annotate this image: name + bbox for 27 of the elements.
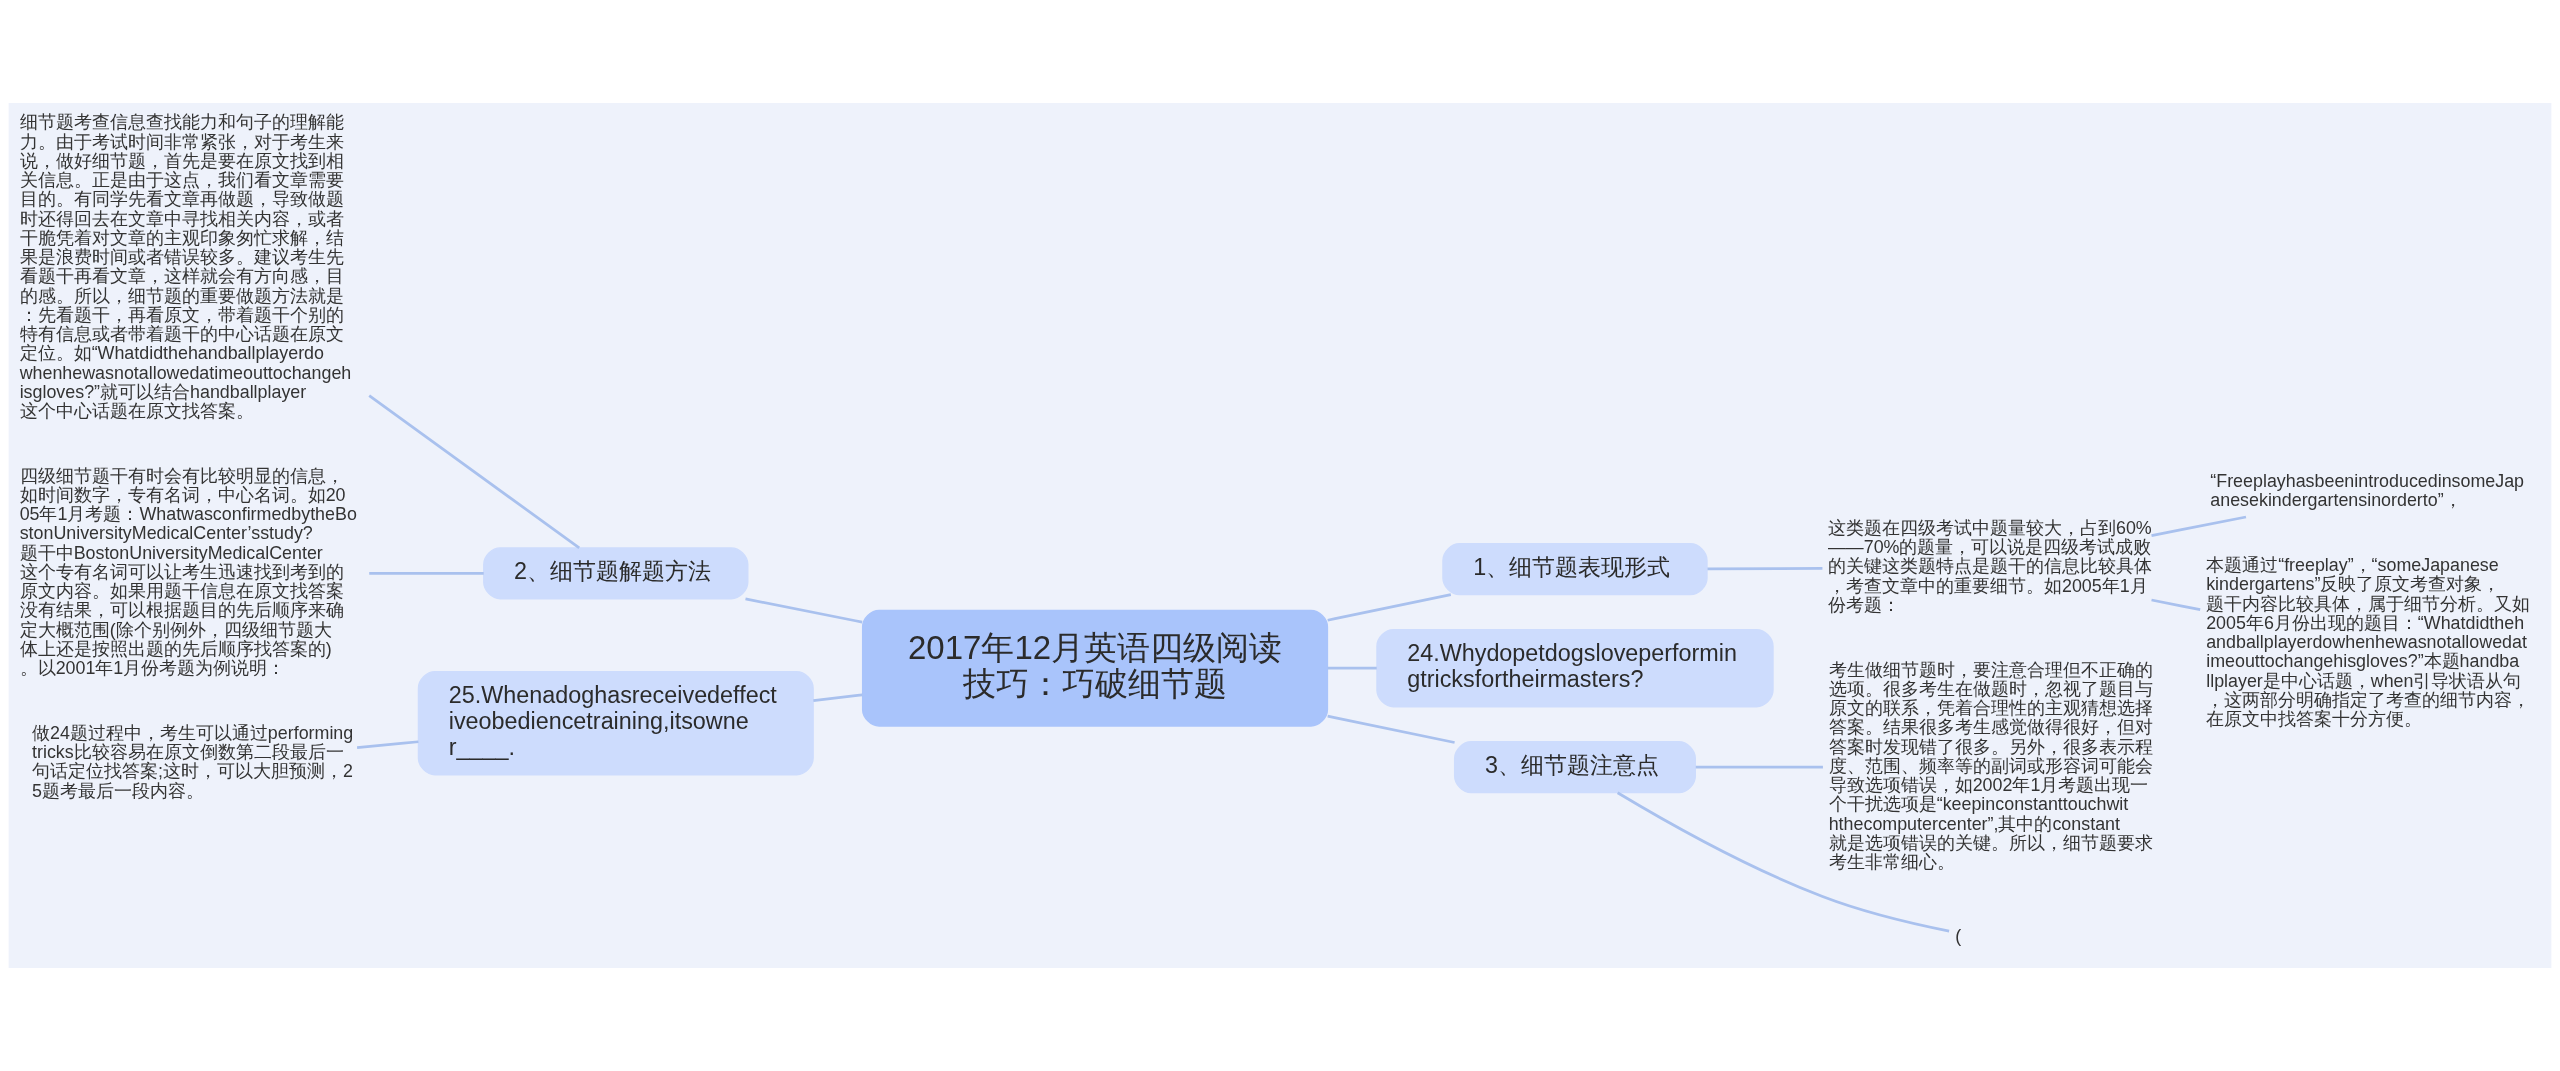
node-box: 1、细节题表现形式: [1442, 543, 1708, 596]
node-text: 这类题在四级考试中题量较大，占到60%——70%的题量，可以说是四级考试成败的关键这类题特点是题干的信息比较具体，考查文章中的重要细节。如2005年1月份考题：: [1828, 517, 2153, 615]
node-box: 3、细节题注意点: [1453, 741, 1696, 794]
connector: [2151, 598, 2201, 611]
node-text: (: [1955, 926, 1962, 947]
connector: [1707, 567, 1823, 571]
node-text: 四级细节题干有时会有比较明显的信息，如时间数字，专有名词，中心名词。如2005年1月考题：WhatwasconfirmedbytheBostonUniversityMedicalCenter’sstudy?题干中BostonUniversityMedicalCenter这个专有名词可以让考生迅速找到考到的原文内容。如果用题干信息在原文找答案没有结果，可以根据题目的先后顺序来确定大概范围(除个别例外，四级细节题大体上还是按照出题的先后顺序找答案的)。以2001年1月份考题为例说明：: [19, 465, 357, 679]
node-text: “FreeplayhasbeenintroducedinsomeJapanesekindergartensinorderto”，: [2210, 471, 2525, 511]
connector: [745, 597, 863, 624]
node-text: 细节题考查信息查找能力和句子的理解能力。由于考试时间非常紧张，对于考生来说，做好细节题，首先是要在原文找到相关信息。正是由于这点，我们看文章需要目的。有同学先看文章再做题，导致做题时还得回去在文章中寻找相关内容，或者干脆凭着对文章的主观印象匆忙求解，结果是浪费时间或者错误较多。建议考生先看题干再看文章，这样就会有方向感，目的感。所以，细节题的重要做题方法就是：先看题干，再看原文，带着题干个别的特有信息或者带着题干的中心话题在原文定位。如“Whatdidthehandballplayerdowhenhewasnotallowedatimeouttochangehisgloves?”就可以结合handballplayer这个中心话题在原文找答案。: [19, 112, 352, 422]
node-box: 24.Whydopetdogsloveperformingtricksfortheirmasters?: [1376, 629, 1774, 708]
connector: [356, 740, 419, 749]
connector: [1327, 593, 1452, 622]
connector: [1695, 765, 1823, 769]
connector: [369, 571, 484, 575]
node-box: 2、细节题解题方法: [483, 547, 749, 600]
connector: [813, 693, 863, 702]
node-text: 做24题过程中，考生可以通过performingtricks比较容易在原文倒数第二段最后一句话定位找答案;这时，可以大胆预测，25题考最后一段内容。: [32, 722, 354, 801]
node-box: 2017年12月英语四级阅读技巧：巧破细节题: [861, 609, 1329, 727]
node-box: 25.Whenadoghasreceivedeffectiveobediencetraining,itsowner____.: [417, 670, 814, 776]
connector: [1616, 791, 1950, 933]
connector: [1327, 714, 1455, 744]
node-text: 本题通过“freeplay”，“someJapanesekindergartens”反映了原文考查对象，题干内容比较具体，属于细节分析。又如2005年6月份出现的题目：“Whatdidthehandballplayerdowhenhewasnotallowedatimeouttochangehisgloves?”本题handballplayer是中心话题，when引导状语从句，这两部分明确指定了考查的细节内容，在原文中找答案十分方便。: [2206, 555, 2531, 730]
node-text: 考生做细节题时，要注意合理但不正确的选项。很多考生在做题时，忽视了题目与原文的联系，凭着合理性的主观猜想选择答案。结果很多考生感觉做得很好，但对答案时发现错了很多。另外，很多表示程度、范围、频率等的副词或形容词可能会导致选项错误，如2002年1月考题出现一个干扰选项是“keepinconstanttouchwiththecomputercenter”,其中的constant就是选项错误的关键。所以，细节题要求考生非常细心。: [1828, 659, 2153, 873]
connector: [2151, 515, 2247, 537]
connector: [368, 394, 580, 549]
connector: [1327, 666, 1377, 670]
